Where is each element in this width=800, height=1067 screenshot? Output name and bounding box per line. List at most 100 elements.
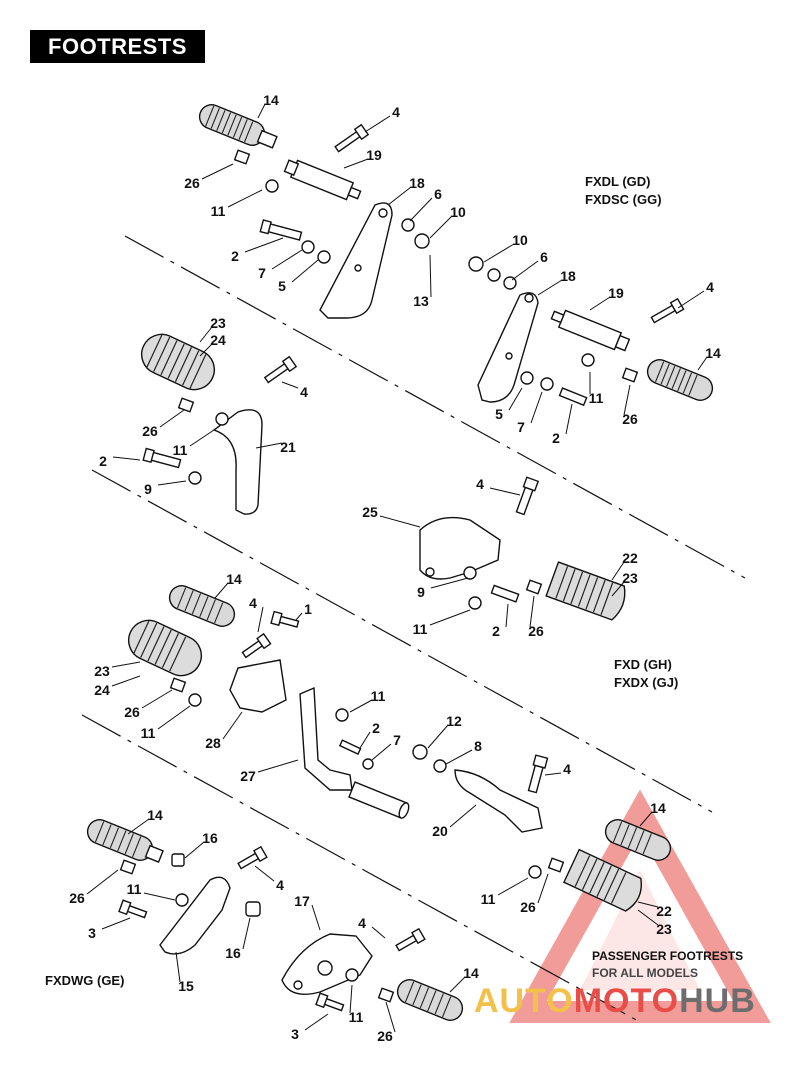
- callout-number: 15: [178, 978, 194, 994]
- footpeg-part: [396, 979, 464, 1021]
- model-label-fxdwg: FXDWG (GE): [45, 973, 125, 988]
- leader-line: [111, 661, 141, 668]
- leader-line: [637, 901, 659, 908]
- support-bar-part: [299, 686, 353, 791]
- section-fxd-mid-parts: [419, 476, 626, 621]
- leader-line: [111, 675, 141, 687]
- leader-line: [157, 480, 187, 486]
- model-fxdl: FXDL (GD): [585, 174, 651, 189]
- callout-number: 23: [656, 921, 672, 937]
- leader-line: [483, 243, 515, 263]
- section-fxd-lower-parts: [127, 585, 672, 912]
- callout-number: 2: [231, 248, 239, 264]
- leader-line: [143, 892, 176, 901]
- section-forward-parts: [140, 333, 298, 515]
- nut-part: [412, 744, 428, 760]
- leader-line: [271, 249, 303, 270]
- model-fxdsc: FXDSC (GG): [585, 192, 662, 207]
- bolt-part: [650, 297, 685, 324]
- leader-line: [127, 818, 150, 835]
- callout-number: 4: [706, 279, 714, 295]
- leader-line: [199, 326, 213, 343]
- washer-part: [503, 276, 517, 290]
- callout-number: 17: [294, 893, 310, 909]
- callout-number: 18: [409, 175, 425, 191]
- footpeg-part: [86, 819, 164, 863]
- callout-number: 2: [552, 430, 560, 446]
- callout-number: 23: [94, 663, 110, 679]
- callout-number: 4: [300, 384, 308, 400]
- leader-line: [349, 984, 353, 1014]
- callout-number: 9: [417, 584, 425, 600]
- leader-line: [639, 811, 653, 827]
- callout-number: 10: [450, 204, 466, 220]
- nut-part: [215, 412, 229, 426]
- callout-number: 11: [371, 688, 386, 704]
- callout-number: 7: [517, 419, 525, 435]
- footpeg-part: [646, 359, 714, 401]
- callout-number: 2: [372, 720, 380, 736]
- nut-part: [175, 893, 189, 907]
- nut-part: [468, 596, 482, 610]
- washer-part: [520, 371, 534, 385]
- bolt-part: [142, 447, 182, 469]
- nut-part: [468, 256, 484, 272]
- nut-part: [528, 865, 542, 879]
- callout-number: 5: [278, 278, 286, 294]
- callout-number: 27: [240, 768, 256, 784]
- leader-line: [343, 158, 369, 169]
- watermark-logo: AUTOMOTOHUB: [474, 982, 756, 1021]
- callout-number: 14: [147, 807, 163, 823]
- leader-line: [311, 904, 321, 931]
- callout-number: 16: [202, 830, 218, 846]
- clip-part: [169, 677, 187, 693]
- callout-number: 20: [432, 823, 448, 839]
- bolt-part: [118, 899, 148, 919]
- bolt-part: [527, 754, 549, 794]
- leader-line: [112, 456, 141, 461]
- leader-line: [430, 577, 469, 589]
- leader-line: [427, 724, 449, 749]
- callout-number: 7: [393, 732, 401, 748]
- section-fxdwg-parts: [86, 819, 464, 1021]
- callout-number: 19: [608, 285, 624, 301]
- bolt-part: [334, 123, 370, 153]
- bracket-part: [419, 516, 501, 580]
- bracket-part: [212, 409, 263, 515]
- callout-number: 3: [291, 1026, 299, 1042]
- watermark-triangle: [509, 789, 771, 1023]
- model-fxdx: FXDX (GJ): [614, 675, 679, 690]
- callout-number: 8: [474, 738, 482, 754]
- callout-number: 4: [563, 761, 571, 777]
- callout-number: 16: [225, 945, 241, 961]
- leader-line: [409, 197, 433, 222]
- mount-plate-part: [319, 202, 393, 319]
- mount-plate-part: [477, 292, 539, 403]
- leader-line: [281, 381, 299, 389]
- leader-line: [489, 487, 521, 496]
- leader-line: [677, 290, 705, 309]
- leader-line: [222, 711, 243, 740]
- callout-number: 24: [94, 682, 110, 698]
- leader-line: [429, 609, 471, 626]
- rubber-footpeg-part: [127, 619, 203, 677]
- model-label-fxd: FXD (GH) FXDX (GJ): [614, 656, 678, 692]
- mount-plate-part: [159, 876, 231, 955]
- callout-number: 11: [127, 881, 142, 897]
- callout-number: 4: [476, 476, 484, 492]
- callout-number: 13: [413, 293, 429, 309]
- callout-number: 4: [392, 104, 400, 120]
- leader-line: [508, 387, 523, 411]
- leader-line: [589, 296, 611, 311]
- bolt-part: [259, 219, 303, 241]
- callout-number: 26: [520, 899, 536, 915]
- clip-part: [621, 367, 639, 383]
- callout-number: 14: [650, 800, 666, 816]
- washer-part: [463, 566, 477, 580]
- leader-line: [364, 115, 391, 133]
- callout-number: 11: [589, 390, 604, 406]
- callout-number: 6: [540, 249, 548, 265]
- mount-part: [229, 659, 287, 713]
